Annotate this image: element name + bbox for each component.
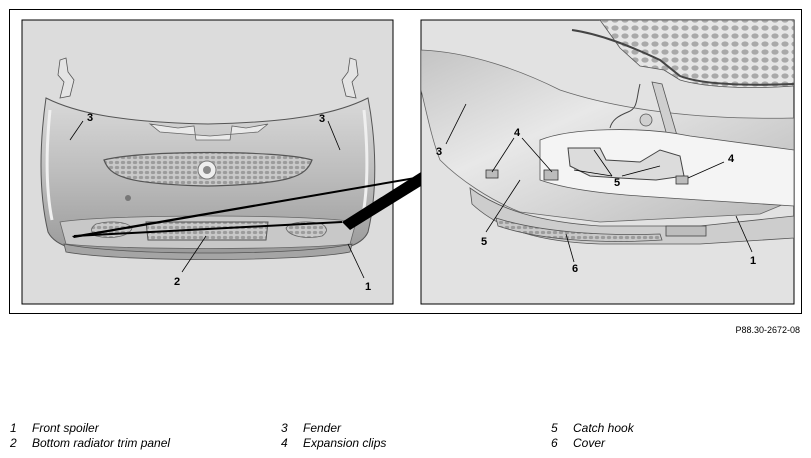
expansion-clip-left — [485, 169, 499, 179]
legend-number: 3 — [281, 421, 288, 435]
technical-illustration: 3 3 2 1 — [21, 19, 795, 305]
legend-label: Catch hook — [573, 421, 634, 435]
legend-label: Expansion clips — [303, 436, 387, 450]
callout-left-trim: 2 — [174, 276, 180, 288]
parts-legend: 1 Front spoiler 2 Bottom radiator trim pan… — [0, 421, 811, 453]
callout-right-cover: 6 — [572, 263, 578, 275]
legend-item: 3 Fender — [281, 421, 341, 436]
left-panel-overview: 3 3 2 1 — [21, 19, 394, 305]
left-leader-lines — [69, 120, 365, 279]
legend-label: Fender — [303, 421, 342, 435]
callout-left-fender-r: 3 — [319, 113, 325, 125]
callout-left-spoiler: 1 — [365, 281, 371, 293]
legend-item: 1 Front spoiler — [10, 421, 99, 436]
expansion-clip-right — [675, 175, 689, 185]
wiring-cable — [609, 83, 641, 129]
callout-right-fender: 3 — [436, 146, 442, 158]
detail-upper-grille — [599, 20, 794, 89]
legend-item: 4 Expansion clips — [281, 436, 386, 451]
legend-item: 2 Bottom radiator trim panel — [10, 436, 170, 451]
top-bracket — [148, 123, 269, 141]
zoom-indicator — [72, 172, 421, 238]
callout-right-clips-l: 4 — [514, 127, 521, 139]
callout-right-spoiler: 1 — [750, 255, 756, 267]
legend-label: Cover — [573, 436, 606, 450]
legend-item: 5 Catch hook — [551, 421, 634, 436]
sensor-boss — [639, 113, 653, 127]
right-mount-bracket — [341, 57, 359, 99]
callout-right-clips-r: 4 — [728, 153, 735, 165]
legend-number: 2 — [10, 436, 17, 450]
callout-right-hooks: 5 — [614, 177, 620, 189]
legend-number: 6 — [551, 436, 558, 450]
callout-right-hook-lower: 5 — [481, 236, 487, 248]
legend-number: 1 — [10, 421, 17, 435]
legend-item: 6 Cover — [551, 436, 605, 451]
cover-strip — [495, 217, 663, 242]
callout-left-fender-l: 3 — [87, 112, 93, 124]
cover-clip — [665, 225, 707, 237]
right-panel-detail: 3 4 4 5 5 6 1 — [420, 19, 795, 305]
front-spoiler-lip — [63, 243, 353, 260]
catch-hook-bracket — [567, 147, 685, 181]
right-leader-lines — [445, 103, 753, 263]
legend-number: 4 — [281, 436, 288, 450]
left-fender-highlight — [45, 109, 54, 221]
legend-number: 5 — [551, 421, 558, 435]
tow-hook-cap — [125, 195, 131, 201]
figure-reference: P88.30-2672-08 — [735, 325, 800, 335]
left-mount-bracket — [57, 57, 75, 99]
legend-label: Bottom radiator trim panel — [32, 436, 171, 450]
brand-logo-center — [203, 166, 211, 174]
grille-frame — [571, 29, 794, 86]
legend-label: Front spoiler — [32, 421, 99, 435]
expansion-clip-center — [543, 169, 559, 181]
right-fog-opening — [285, 221, 327, 238]
